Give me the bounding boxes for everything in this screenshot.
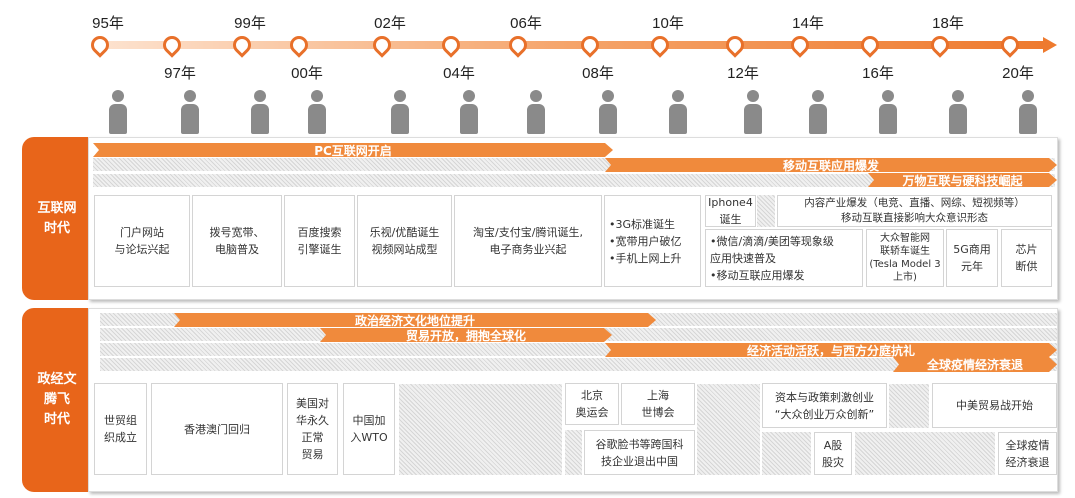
year-label: 02年 (374, 15, 406, 32)
life-stage-figure-icon (665, 90, 691, 134)
event-box: 乐视/优酷诞生 视频网站成型 (357, 195, 452, 287)
timeline-marker-icon (159, 32, 185, 58)
life-stage-figure-icon (247, 90, 273, 134)
phase-bar-economy: 经济活动活跃，与西方分庭抗礼 (605, 343, 1057, 357)
event-box: Iphone4 诞生 (705, 195, 756, 227)
event-box: 芯片 断供 (1001, 229, 1052, 287)
timeline-marker-icon (369, 32, 395, 58)
event-box: 内容产业爆发（电竞、直播、网综、短视频等） 移动互联直接影响大众意识形态 (777, 195, 1052, 227)
event-box: 门户网站 与论坛兴起 (94, 195, 190, 287)
event-box: 香港澳门回归 (151, 383, 283, 475)
timeline-marker-icon (286, 32, 312, 58)
phase-bar-rise: 政治经济文化地位提升 (174, 313, 656, 327)
year-label: 00年 (291, 65, 323, 82)
event-box: 大众智能网 联轿车诞生 (Tesla Model 3 上市) (866, 229, 944, 287)
hatch-gap (697, 384, 760, 475)
event-box: •3G标准诞生 •宽带用户破亿 •手机上网上升 (604, 195, 701, 287)
year-label: 20年 (1002, 65, 1034, 82)
timeline-marker-icon (857, 32, 883, 58)
timeline-marker-icon (787, 32, 813, 58)
life-stage-figure-icon (304, 90, 330, 134)
year-label: 97年 (164, 65, 196, 82)
hatch-row (100, 358, 1057, 371)
life-stage-figure-icon (595, 90, 621, 134)
timeline-marker-icon (722, 32, 748, 58)
timeline-marker-icon (505, 32, 531, 58)
event-box: 淘宝/支付宝/腾讯诞生, 电子商务业兴起 (454, 195, 602, 287)
timeline-arrow-icon (1043, 37, 1057, 53)
year-label: 95年 (92, 15, 124, 32)
phase-bar-pc-internet: PC互联网开启 (93, 143, 613, 157)
timeline-marker-icon (87, 32, 113, 58)
event-box: 世贸组 织成立 (94, 383, 147, 475)
timeline-marker-icon (647, 32, 673, 58)
era-label-internet: 互联网 时代 (22, 137, 92, 300)
event-box: A股 股灾 (814, 432, 852, 475)
year-label: 12年 (727, 65, 759, 82)
hatch-row (93, 174, 1055, 187)
event-box: 百度搜索 引擎诞生 (284, 195, 355, 287)
event-box: •微信/滴滴/美团等现象级 应用快速普及 •移动互联应用爆发 (705, 229, 863, 287)
timeline-marker-icon (438, 32, 464, 58)
event-box: 上海 世博会 (621, 383, 695, 425)
year-label: 99年 (234, 15, 266, 32)
timeline-marker-icon (577, 32, 603, 58)
hatch-gap (855, 432, 995, 475)
life-stage-figure-icon (875, 90, 901, 134)
hatch-gap (762, 432, 811, 475)
life-stage-figure-icon (945, 90, 971, 134)
life-stage-figure-icon (523, 90, 549, 134)
hatch-gap (757, 195, 775, 227)
year-label: 16年 (862, 65, 894, 82)
event-box: 中美贸易战开始 (932, 383, 1057, 428)
year-label: 10年 (652, 15, 684, 32)
life-stage-figure-icon (456, 90, 482, 134)
year-label: 08年 (582, 65, 614, 82)
timeline-line (95, 41, 1045, 49)
hatch-gap (565, 430, 582, 475)
phase-bar-globalization: 贸易开放，拥抱全球化 (320, 328, 612, 342)
life-stage-figure-icon (387, 90, 413, 134)
hatch-gap (399, 384, 562, 475)
phase-bar-iot: 万物互联与硬科技崛起 (868, 173, 1057, 187)
event-box: 5G商用 元年 (946, 229, 998, 287)
event-box: 美国对 华永久 正常 贸易 (287, 383, 338, 475)
event-box: 谷歌脸书等跨国科 技企业退出中国 (584, 430, 695, 475)
event-box: 全球疫情 经济衰退 (998, 432, 1057, 475)
life-stage-figure-icon (105, 90, 131, 134)
year-label: 04年 (443, 65, 475, 82)
life-stage-figure-icon (1015, 90, 1041, 134)
year-label: 06年 (510, 15, 542, 32)
year-label: 14年 (792, 15, 824, 32)
event-box: 北京 奥运会 (565, 383, 619, 425)
life-stage-figure-icon (177, 90, 203, 134)
timeline-marker-icon (997, 32, 1023, 58)
event-box: 资本与政策刺激创业 “大众创业万众创新” (762, 383, 887, 428)
timeline-marker-icon (927, 32, 953, 58)
year-label: 18年 (932, 15, 964, 32)
phase-bar-pandemic: 全球疫情经济衰退 (893, 357, 1057, 372)
event-box: 中国加 入WTO (343, 383, 395, 475)
timeline-marker-icon (229, 32, 255, 58)
life-stage-figure-icon (740, 90, 766, 134)
phase-bar-mobile-internet: 移动互联应用爆发 (605, 158, 1057, 172)
era-label-political: 政经文 腾飞 时代 (22, 308, 92, 492)
hatch-gap (889, 384, 929, 428)
event-box: 拨号宽带、 电脑普及 (192, 195, 282, 287)
life-stage-figure-icon (805, 90, 831, 134)
